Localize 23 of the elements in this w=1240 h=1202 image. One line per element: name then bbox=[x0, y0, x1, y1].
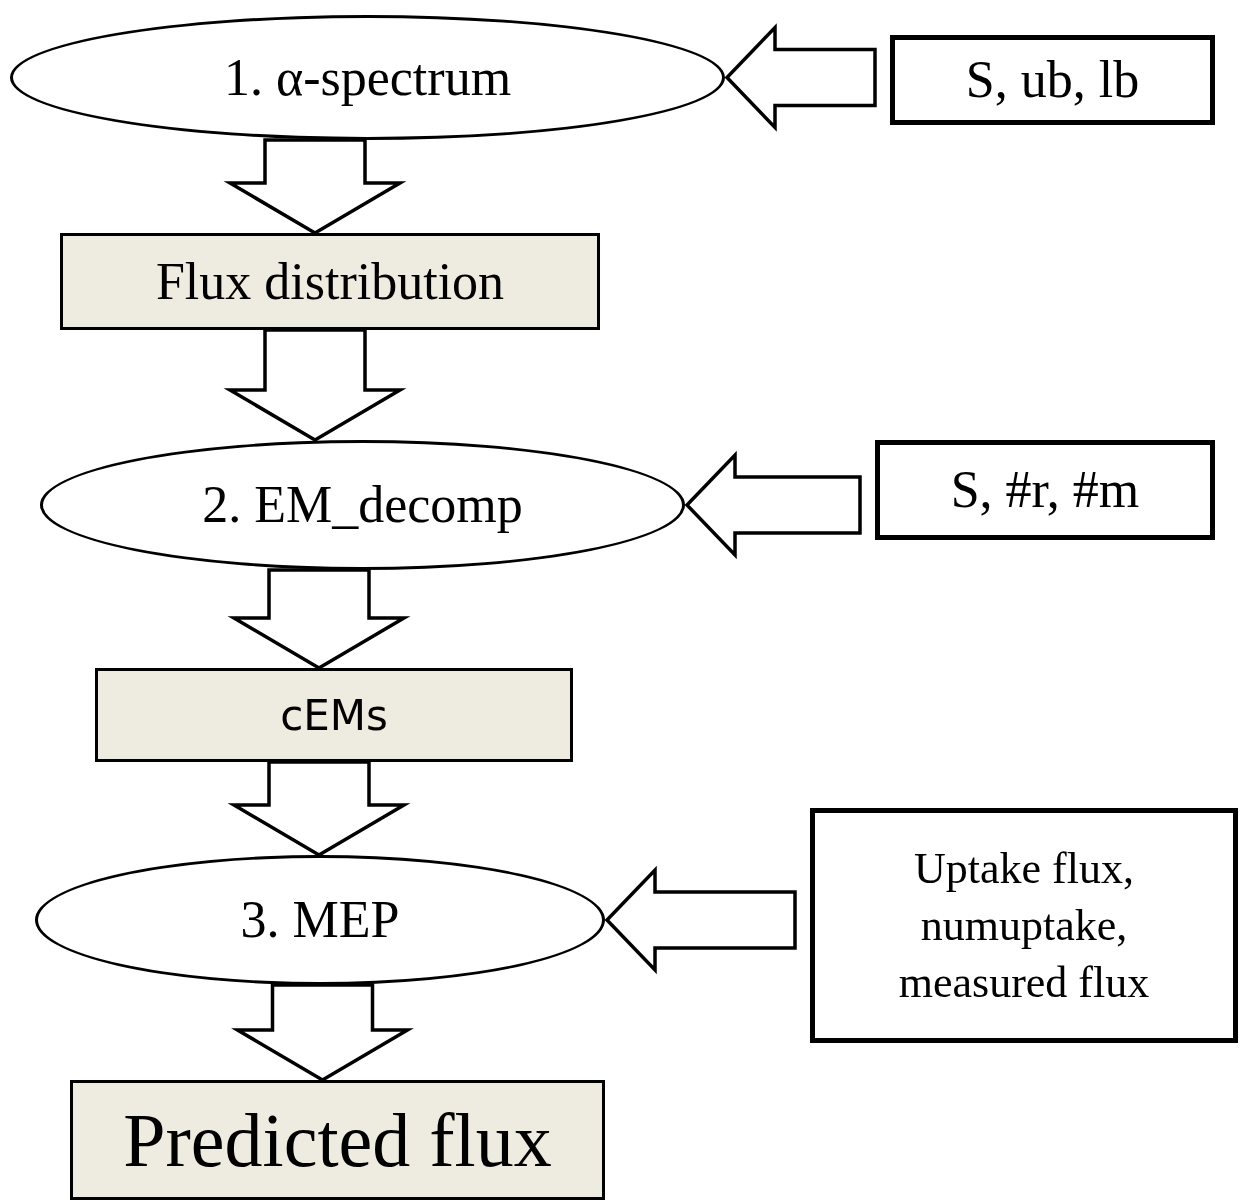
block-arrow bbox=[227, 568, 411, 671]
block-arrow bbox=[724, 23, 877, 132]
block-arrow bbox=[684, 450, 862, 560]
node-label: 3. MEP bbox=[240, 890, 400, 950]
block-arrow bbox=[604, 865, 797, 975]
result-box bbox=[70, 1080, 605, 1200]
node-label: Predicted flux bbox=[123, 1097, 552, 1184]
input-box bbox=[890, 35, 1215, 125]
block-arrow bbox=[223, 328, 407, 443]
block-arrow bbox=[231, 983, 414, 1083]
node-label: S, #r, #m bbox=[950, 460, 1140, 520]
input-box bbox=[875, 440, 1215, 540]
node-label: cEMs bbox=[280, 689, 388, 742]
input-box bbox=[810, 808, 1238, 1043]
block-arrow bbox=[223, 138, 407, 236]
node-label: Flux distribution bbox=[155, 251, 505, 312]
result-box bbox=[95, 668, 573, 762]
node-label: 2. EM_decomp bbox=[202, 475, 523, 535]
block-arrow bbox=[227, 760, 411, 858]
node-label: S, ub, lb bbox=[965, 50, 1140, 110]
result-box bbox=[60, 233, 600, 330]
node-label: 1. α-spectrum bbox=[223, 47, 512, 108]
node-label: Uptake flux, numuptake, measured flux bbox=[897, 842, 1151, 1010]
